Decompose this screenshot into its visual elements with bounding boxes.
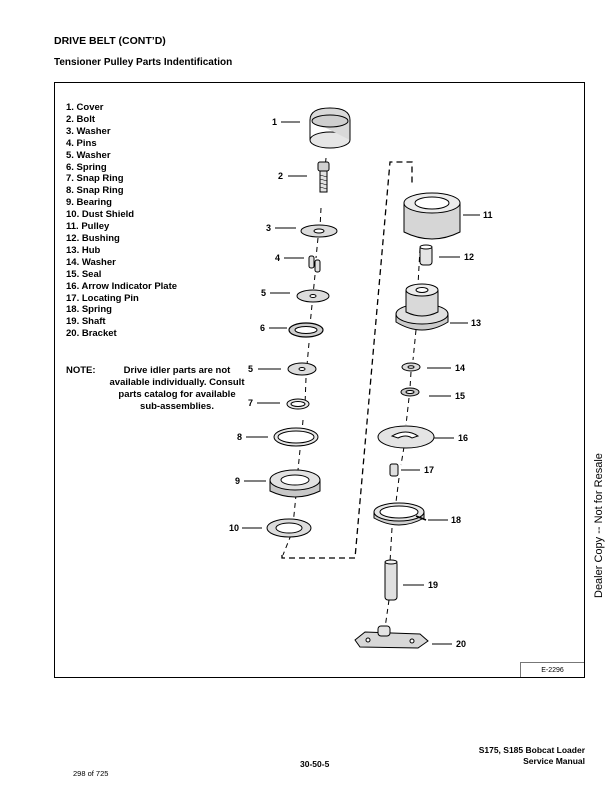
bracket-part [354,625,429,649]
seal-part [400,387,420,397]
callout-number: 17 [424,465,434,475]
callout-number: 13 [471,318,481,328]
footer-model: S175, S185 Bobcat Loader [478,745,585,755]
snap-ring-part [273,427,319,447]
callout-number: 6 [260,323,265,333]
parts-list-item: 9. Bearing [66,197,112,209]
callout-number: 18 [451,515,461,525]
callout-number: 10 [229,523,239,533]
parts-list-item: 8. Snap Ring [66,185,124,197]
parts-list-item: 5. Washer [66,149,111,161]
arrow-indicator-plate-part [377,425,435,449]
page-count: 298 of 725 [73,769,109,778]
callout-leaders [242,121,480,645]
callout-number: 16 [458,433,468,443]
note-body: Drive idler parts are not available indi… [97,365,257,413]
footer-manual-name: Service Manual [523,756,585,766]
dust-shield-part [266,518,312,538]
note-line: available individually. Consult [109,376,245,388]
parts-list-item: 11. Pulley [66,221,110,233]
shaft-part [384,559,398,601]
footer-manual-title: S175, S185 Bobcat Loader Service Manual [479,745,585,767]
parts-list-item: 2. Bolt [66,113,96,125]
parts-list-item: 12. Bushing [66,232,120,244]
parts-list-item: 15. Seal [66,268,102,280]
parts-list-item: 17. Locating Pin [66,292,139,304]
note-line: Drive idler parts are not [123,365,231,376]
parts-list-item: 19. Shaft [66,316,106,328]
section-title: DRIVE BELT (CONT’D) [54,35,166,47]
snap-ring-part [286,398,310,410]
callout-number: 20 [456,639,466,649]
bearing-part [269,469,321,498]
callout-number: 11 [483,210,493,220]
parts-list-item: 6. Spring [66,161,107,173]
callout-number: 15 [455,391,465,401]
callout-number: 4 [275,253,280,263]
washer-part [300,224,338,238]
parts-list-item: 16. Arrow Indicator Plate [66,280,178,292]
parts-list-item: 3. Washer [66,125,111,137]
washer-part [296,289,330,303]
callout-number: 8 [237,432,242,442]
pins-part [308,255,321,273]
assembly-path-right [281,161,413,559]
spring-part [373,502,427,526]
callout-number: 9 [235,476,240,486]
callout-number: 1 [272,117,277,127]
washer-part [287,362,317,376]
callout-number: 5 [248,364,253,374]
cover-part [309,107,351,149]
parts-list-item: 1. Cover [66,102,104,113]
parts-list-item: 13. Hub [66,244,101,256]
figure-reference: E-2296 [520,662,584,677]
callout-number: 2 [278,171,283,181]
parts-list-item: 7. Snap Ring [66,173,124,185]
assembly-path-right-lower [384,247,421,629]
locating-pin-part [389,463,399,477]
note-line: sub-assemblies. [140,400,214,412]
callout-number: 3 [266,223,271,233]
callout-number: 12 [464,252,474,262]
parts-list-item: 18. Spring [66,304,112,316]
parts-list-item: 10. Dust Shield [66,209,135,221]
note-label: NOTE: [66,365,96,376]
parts-list-item: 4. Pins [66,137,97,149]
figure-subtitle: Tensioner Pulley Parts Indentification [54,57,233,68]
page-number: 30-50-5 [300,759,330,769]
parts-list: 1. Cover 2. Bolt 3. Washer 4. Pins 5. Wa… [66,102,177,340]
pulley-part [403,192,461,240]
parts-list-item: 20. Bracket [66,328,117,340]
bolt-part [317,161,330,193]
washer-part [401,362,421,372]
spring-part [288,322,324,338]
side-watermark-text: Dealer Copy -- Not for Resale [593,453,605,598]
bushing-part [419,244,433,266]
hub-part [395,283,449,331]
assembly-path-left [282,157,327,556]
callout-number: 5 [261,288,266,298]
callout-number: 7 [248,398,253,408]
callout-number: 14 [455,363,465,373]
note-line: parts catalog for available [118,388,236,400]
parts-list-item: 14. Washer [66,256,116,268]
figure-frame [54,82,585,678]
callout-number: 19 [428,580,438,590]
